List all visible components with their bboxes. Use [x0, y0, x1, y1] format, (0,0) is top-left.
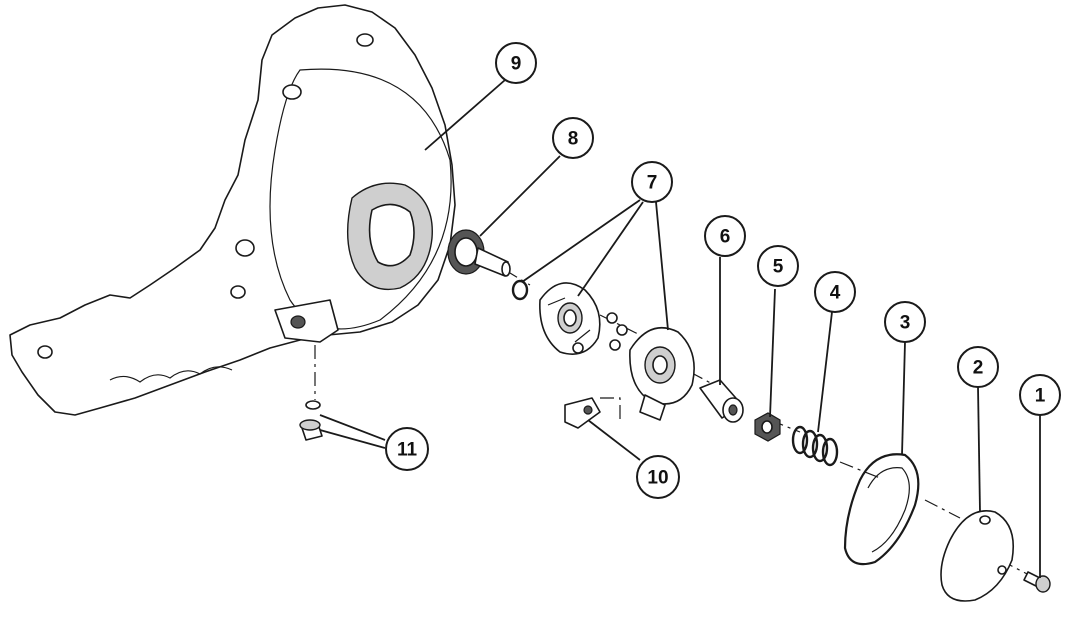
part-balls	[572, 312, 628, 354]
part-primary-housing	[9, 4, 456, 416]
callout-7: 7	[631, 161, 673, 203]
callout-7-label: 7	[647, 173, 658, 194]
callout-8-label: 8	[568, 129, 579, 150]
part-jam-nut	[754, 412, 781, 442]
callout-3-label: 3	[900, 313, 911, 334]
callout-4-label: 4	[830, 283, 841, 304]
callout-2: 2	[957, 346, 999, 388]
part-lever-ramp	[629, 327, 695, 421]
callout-9-label: 9	[511, 54, 522, 75]
part-drain-plug-o-ring	[299, 400, 323, 441]
part-shaft-gear	[447, 229, 511, 277]
part-ramp-plate	[539, 282, 601, 355]
callout-10: 10	[636, 455, 680, 499]
part-spring	[791, 425, 839, 467]
callout-6: 6	[704, 215, 746, 257]
part-derby-cover	[940, 510, 1014, 602]
callout-5-label: 5	[773, 257, 784, 278]
callout-4: 4	[814, 271, 856, 313]
callout-5: 5	[757, 245, 799, 287]
callout-2-label: 2	[973, 358, 984, 379]
callout-11: 11	[385, 427, 429, 471]
part-adjusting-screw	[699, 379, 744, 423]
callout-11-label: 11	[397, 440, 418, 461]
callout-3: 3	[884, 301, 926, 343]
part-circlip	[511, 279, 529, 301]
callout-9: 9	[495, 42, 537, 84]
callout-1-label: 1	[1035, 386, 1046, 407]
callout-8: 8	[552, 117, 594, 159]
part-cover-screw	[1023, 571, 1051, 593]
callout-10-label: 10	[647, 468, 668, 489]
part-retainer-clip	[564, 397, 601, 429]
leader-lines	[319, 79, 1041, 578]
part-gasket	[843, 453, 920, 566]
callout-6-label: 6	[720, 227, 731, 248]
callout-1: 1	[1019, 374, 1061, 416]
